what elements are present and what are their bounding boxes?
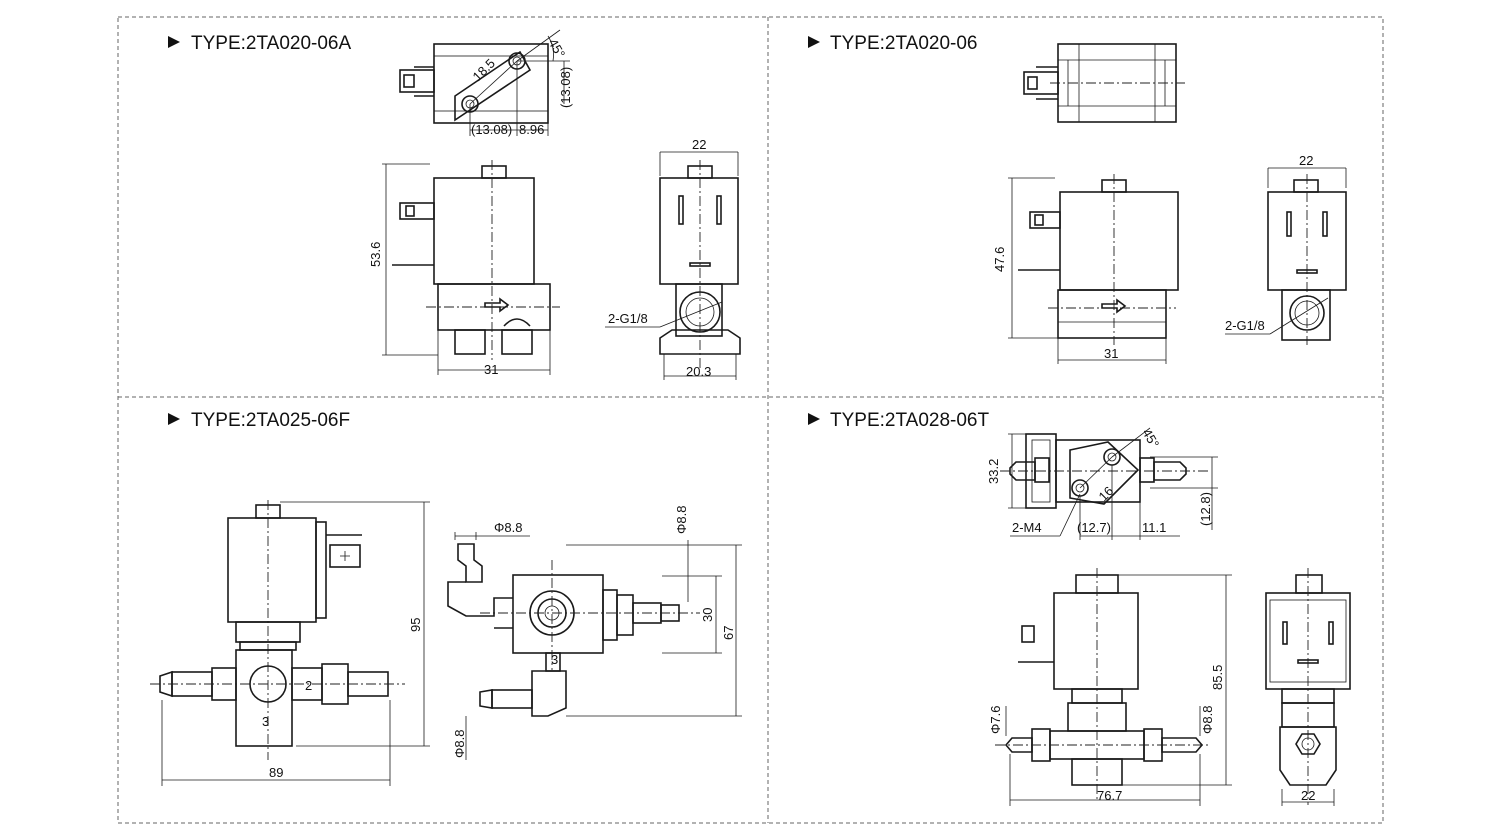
side-view: Φ8.8 Φ8.8 30 67 Φ8.8 3 [447, 506, 742, 760]
dim-spacing: (12.7) [1077, 520, 1111, 535]
panel-2ta020-06: TYPE:2TA020-06 [808, 33, 1347, 364]
dim-height: 33.2 [986, 459, 1001, 484]
dim-offset-horizontal: (13.08) [471, 122, 512, 137]
panel-title: TYPE:2TA020-06A [191, 33, 352, 54]
front-view: 47.6 31 [992, 174, 1179, 364]
dim-offset-vertical: (12.8) [1198, 492, 1213, 526]
dim-angle: 45° [1139, 426, 1162, 451]
dim-port-width: 20.3 [686, 364, 711, 379]
dim-total-height: 67 [721, 626, 736, 640]
dim-coil-width: 22 [1301, 788, 1315, 803]
side-view: 22 [1265, 568, 1351, 806]
panel-2ta028-06t: TYPE:2TA028-06T [808, 410, 1351, 806]
port-3-label: 3 [262, 714, 269, 729]
dim-offset: 11.1 [1142, 520, 1166, 535]
dim-height: 47.6 [992, 247, 1007, 272]
side-view: 22 20.3 2-G1/8 [605, 137, 741, 380]
dim-offset-vertical: (13.08) [558, 67, 573, 108]
dim-width: 31 [484, 362, 498, 377]
panel-2ta020-06a: TYPE:2TA020-06A 18.5 45° (13.08 [168, 29, 741, 380]
port-3-label: 3 [551, 652, 558, 667]
title-marker-icon [168, 413, 180, 425]
dim-height: 53.6 [368, 242, 383, 267]
dim-radius: 18.5 [470, 56, 499, 85]
dim-height: 95 [408, 618, 423, 632]
dim-length: 89 [269, 765, 283, 780]
dim-pitch: 8.96 [519, 122, 544, 137]
title-marker-icon [168, 36, 180, 48]
dim-thread: 2-G1/8 [1225, 318, 1265, 333]
dim-hose-dia-top: Φ8.8 [494, 520, 522, 535]
dim-coil-width: 22 [692, 137, 706, 152]
port-2-label: 2 [305, 678, 312, 693]
dim-hose-dia-bottom: Φ8.8 [452, 730, 467, 758]
dim-radius: 16 [1096, 483, 1117, 504]
dim-total-height: 85.5 [1210, 665, 1225, 690]
dim-center-distance: 30 [700, 608, 715, 622]
panel-title: TYPE:2TA025-06F [191, 410, 350, 431]
panel-title: TYPE:2TA020-06 [830, 33, 978, 54]
dim-width: 31 [1104, 346, 1118, 361]
dim-length: 76.7 [1097, 788, 1122, 803]
dim-hose-left: Φ7.6 [988, 706, 1003, 734]
panel-2ta025-06f: TYPE:2TA025-06F [150, 410, 742, 786]
dim-mount: 2-M4 [1012, 520, 1042, 535]
dim-coil-width: 22 [1299, 153, 1313, 168]
title-marker-icon [808, 36, 820, 48]
title-marker-icon [808, 413, 820, 425]
front-view: 53.6 31 [368, 160, 560, 377]
front-view: 95 89 2 3 [150, 500, 430, 786]
front-view: 85.5 Φ7.6 Φ8.8 76.7 [988, 568, 1232, 806]
top-view: 33.2 45° 16 2-M4 (12.7) 11.1 (12.8) [986, 426, 1218, 540]
panel-title: TYPE:2TA028-06T [830, 410, 990, 431]
top-view [1023, 43, 1185, 123]
panel-grid [117, 16, 1384, 824]
side-view: 22 2-G1/8 [1225, 153, 1347, 345]
top-view: 18.5 45° (13.08) (13.08) 8.96 [399, 29, 573, 137]
dim-hose-dia-right: Φ8.8 [674, 506, 689, 534]
dim-hose-right: Φ8.8 [1200, 706, 1215, 734]
dim-angle: 45° [545, 36, 568, 61]
dim-thread: 2-G1/8 [608, 311, 648, 326]
